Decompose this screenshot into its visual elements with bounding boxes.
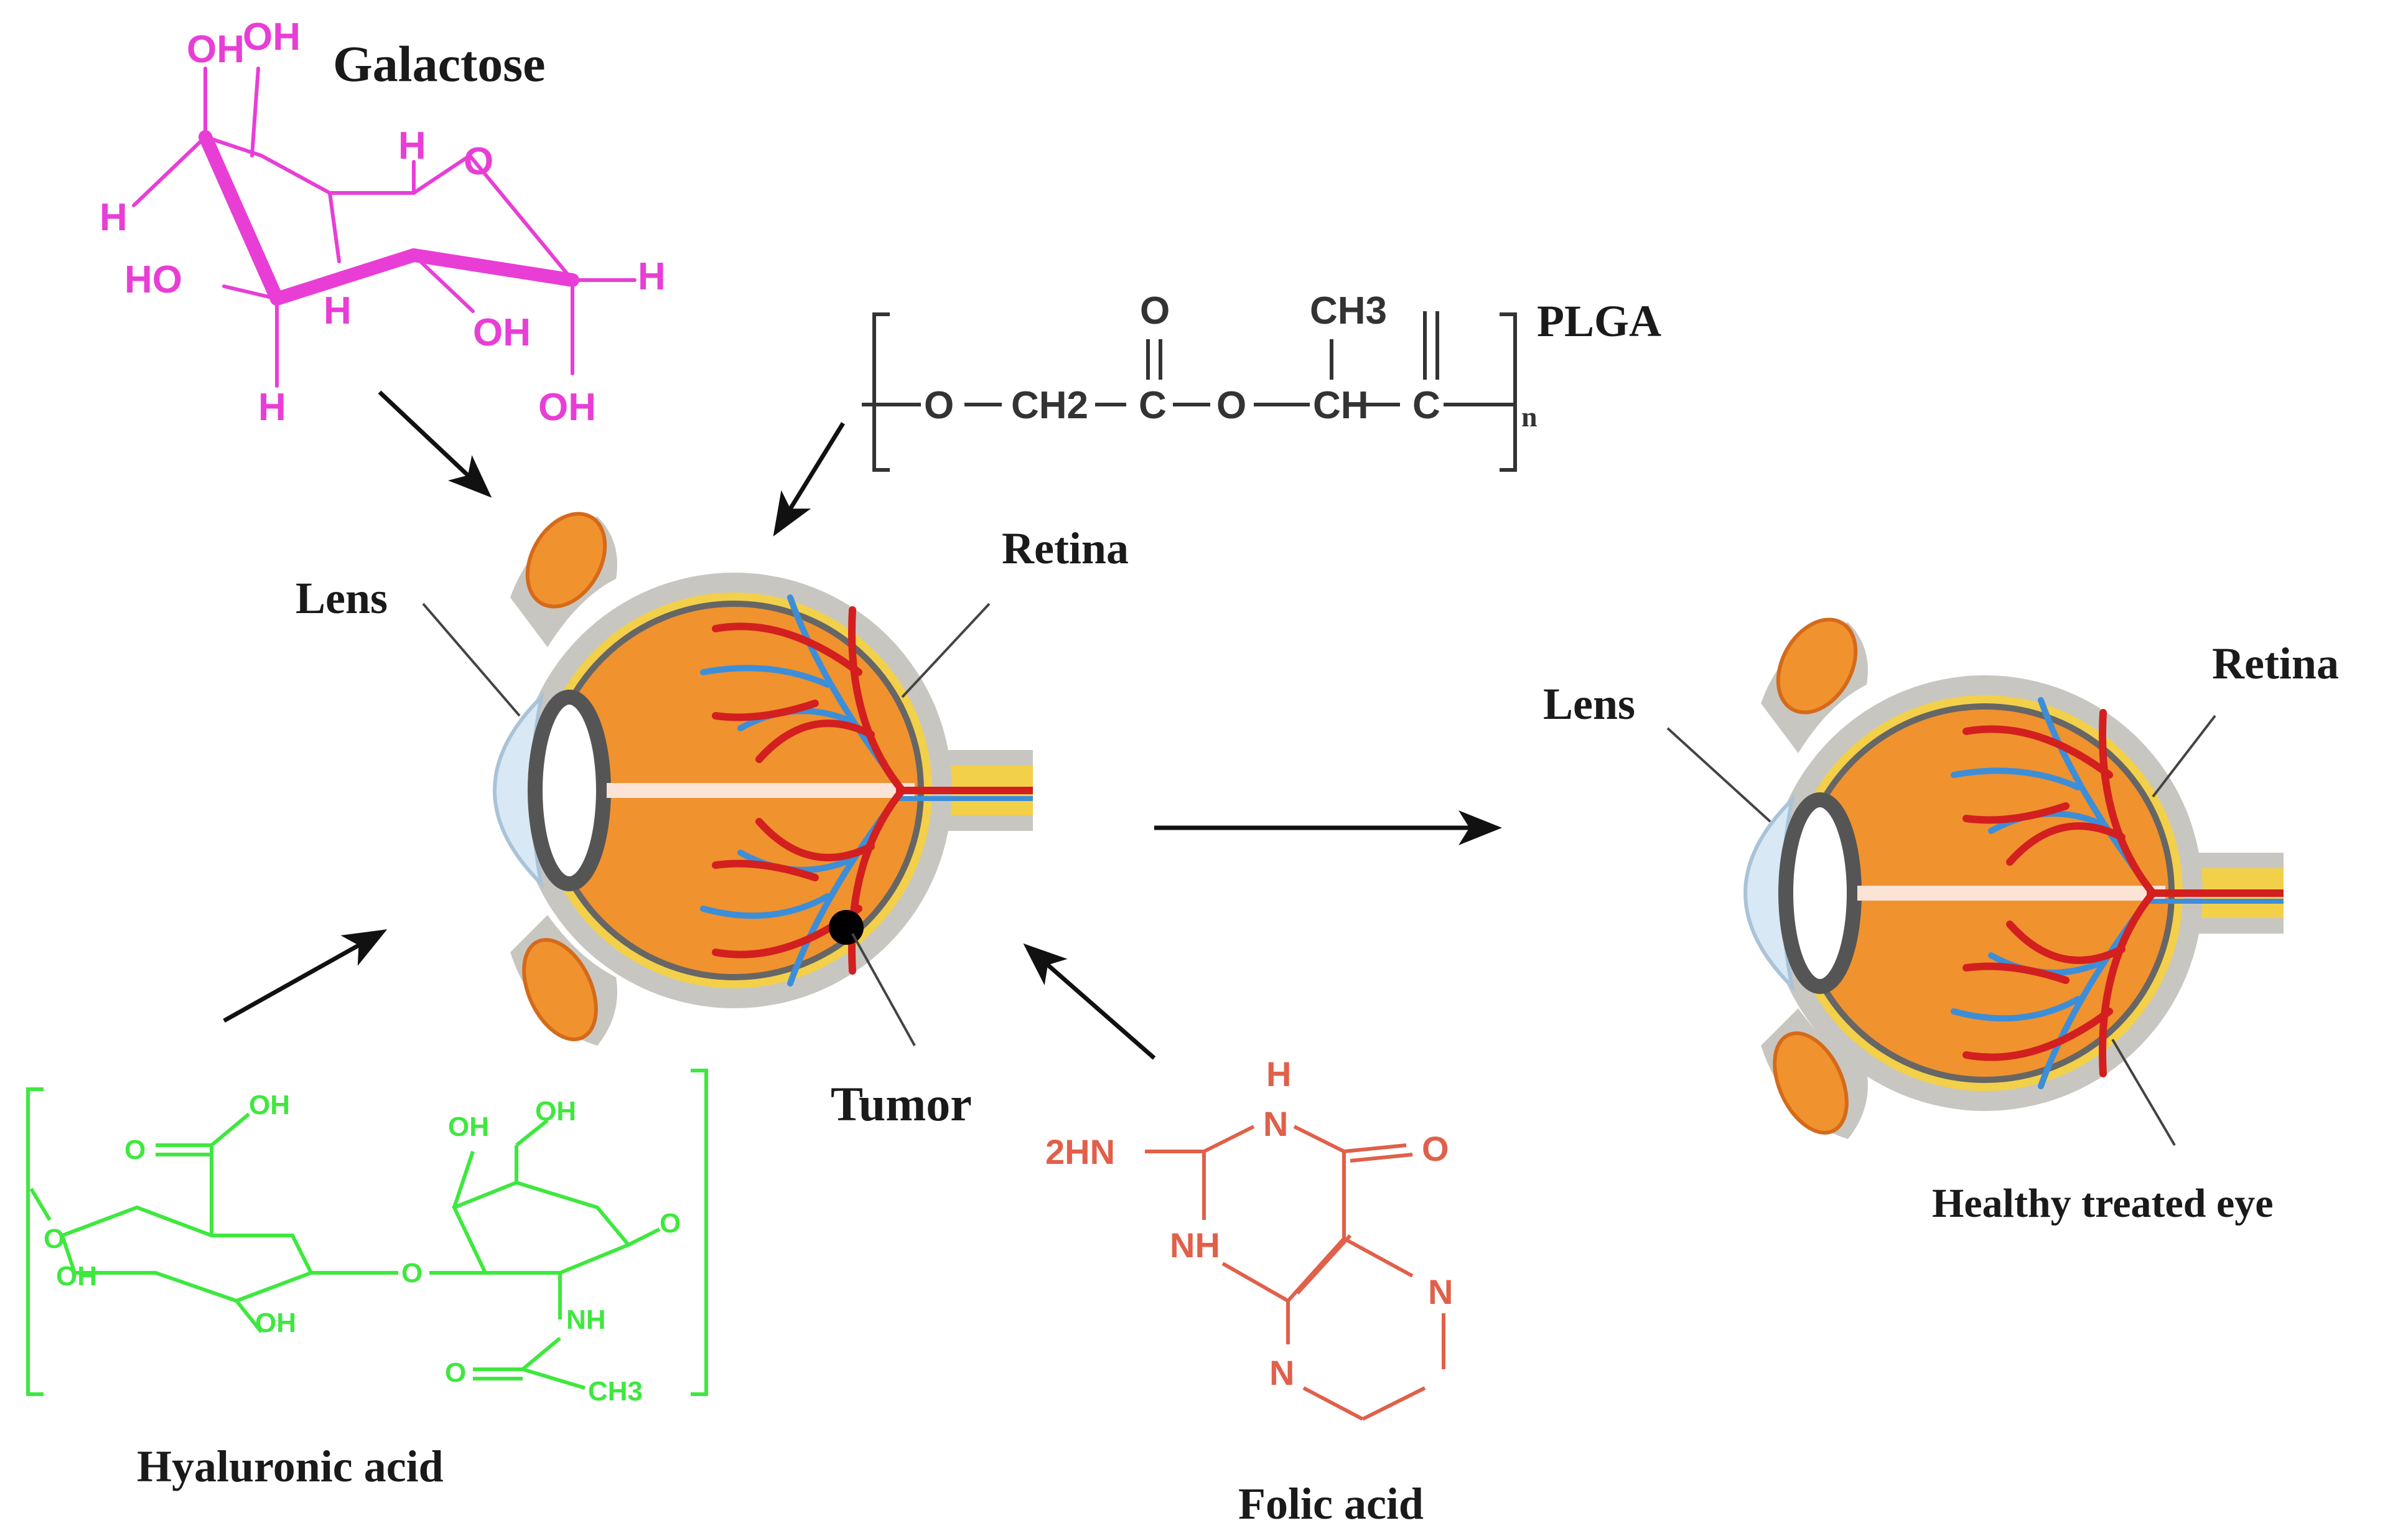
left-lens-leader xyxy=(422,602,521,717)
plga-atoms: O CH3 O CH2 C O CH C n xyxy=(924,289,1538,433)
ha-atom-o-right: O xyxy=(660,1208,681,1239)
arrow-folic-to-eye xyxy=(1023,943,1156,1060)
galactose-structure xyxy=(132,67,637,388)
ha-atom-o-eq: O xyxy=(124,1135,146,1165)
retinal-arteries xyxy=(712,606,906,975)
lower-eyelid-gland xyxy=(522,938,598,1041)
galactose-label: Galactose xyxy=(333,35,546,92)
folic-atom-n-bottom: N xyxy=(1269,1353,1294,1392)
arrow-galactose-to-eye xyxy=(378,390,492,498)
hyaluronic-acid-atoms: OH O OH OH O OH O O OH NH O CH3 xyxy=(44,1090,681,1407)
arrow-plga-to-eye xyxy=(773,422,845,537)
plga-atom-n: n xyxy=(1521,401,1538,433)
galactose-atom-h1: H xyxy=(398,124,426,167)
upper-eyelid-gland xyxy=(525,512,607,609)
retinal-arteries xyxy=(1962,709,2157,1077)
plga-atom-ch: CH xyxy=(1313,384,1369,427)
galactose-atom-ho: HO xyxy=(124,258,182,301)
plga-structure xyxy=(862,311,1517,472)
ha-atom-oh-top2: OH xyxy=(448,1112,489,1142)
plga-atom-ch3: CH3 xyxy=(1310,289,1387,332)
folic-atom-o: O xyxy=(1422,1129,1449,1168)
plga-atom-c1: C xyxy=(1139,384,1167,427)
lens xyxy=(1778,792,1862,994)
ha-atom-ch3: CH3 xyxy=(588,1376,643,1407)
folic-acid-atoms: 2HN H N O NH N N xyxy=(1045,1054,1453,1392)
ha-atom-oh-left: OH xyxy=(56,1261,97,1291)
eye-right xyxy=(1743,617,2284,1139)
ha-atom-oh-bottom: OH xyxy=(255,1308,296,1338)
folic-atom-nh: NH xyxy=(1170,1226,1220,1265)
healthy-eye-leader xyxy=(2111,1038,2176,1146)
tumor-label: Tumor xyxy=(831,1077,972,1131)
galactose-atom-oh1: OH xyxy=(187,28,245,71)
plga-atom-ch2: CH2 xyxy=(1011,384,1088,427)
ha-atom-nh: NH xyxy=(566,1305,606,1335)
galactose-atom-h4: H xyxy=(258,386,286,429)
hyaluronic-acid-label: Hyaluronic acid xyxy=(137,1441,444,1491)
plga-label: PLGA xyxy=(1537,296,1661,346)
ha-atom-oh-top3: OH xyxy=(535,1096,576,1127)
ha-atom-o-amide: O xyxy=(445,1357,466,1388)
arrow-hyaluronic-to-eye xyxy=(223,929,388,1023)
healthy-eye-caption: Healthy treated eye xyxy=(1932,1181,2274,1226)
ha-atom-o-bridge: O xyxy=(401,1258,422,1288)
galactose-atoms: OH OH H O H HO H H OH H OH xyxy=(100,16,666,429)
right-retina-label: Retina xyxy=(2212,639,2339,688)
left-retina-leader xyxy=(901,602,991,698)
galactose-atom-oh3: OH xyxy=(473,311,531,354)
arrows xyxy=(223,390,1502,1060)
tumor-dot xyxy=(829,910,864,945)
galactose-atom-o-ring: O xyxy=(464,140,493,183)
galactose-atom-h5: H xyxy=(638,255,666,298)
folic-acid-label: Folic acid xyxy=(1238,1479,1424,1528)
ha-atom-oh-top1: OH xyxy=(249,1090,290,1120)
plga-atom-o1: O xyxy=(924,384,954,427)
plga-atom-c2: C xyxy=(1412,384,1440,427)
right-lens-leader xyxy=(1666,727,1771,823)
folic-atom-n-top: N xyxy=(1263,1104,1288,1143)
lens xyxy=(528,690,611,891)
galactose-atom-h2: H xyxy=(100,196,128,239)
plga-atom-o-top: O xyxy=(1140,289,1170,332)
folic-atom-n-right: N xyxy=(1428,1272,1453,1311)
folic-acid-structure xyxy=(1145,1125,1445,1421)
right-lens-label: Lens xyxy=(1543,679,1635,729)
eye-left xyxy=(493,512,1033,1046)
tumor-leader xyxy=(851,933,916,1046)
ha-atom-o-left: O xyxy=(44,1224,65,1254)
hyaluronic-acid-structure xyxy=(26,1069,708,1396)
plga-atom-o2: O xyxy=(1216,384,1246,427)
right-retina-leader xyxy=(2152,715,2216,798)
galactose-atom-oh4: OH xyxy=(538,386,596,429)
folic-atom-h: H xyxy=(1266,1054,1291,1094)
lower-eyelid-gland xyxy=(1773,1031,1849,1135)
upper-eyelid-gland xyxy=(1776,617,1858,715)
left-retina-label: Retina xyxy=(1002,523,1129,573)
galactose-atom-oh2: OH xyxy=(243,16,301,59)
galactose-atom-h3: H xyxy=(324,289,352,332)
folic-atom-2hn: 2HN xyxy=(1045,1132,1115,1171)
left-lens-label: Lens xyxy=(296,573,388,623)
